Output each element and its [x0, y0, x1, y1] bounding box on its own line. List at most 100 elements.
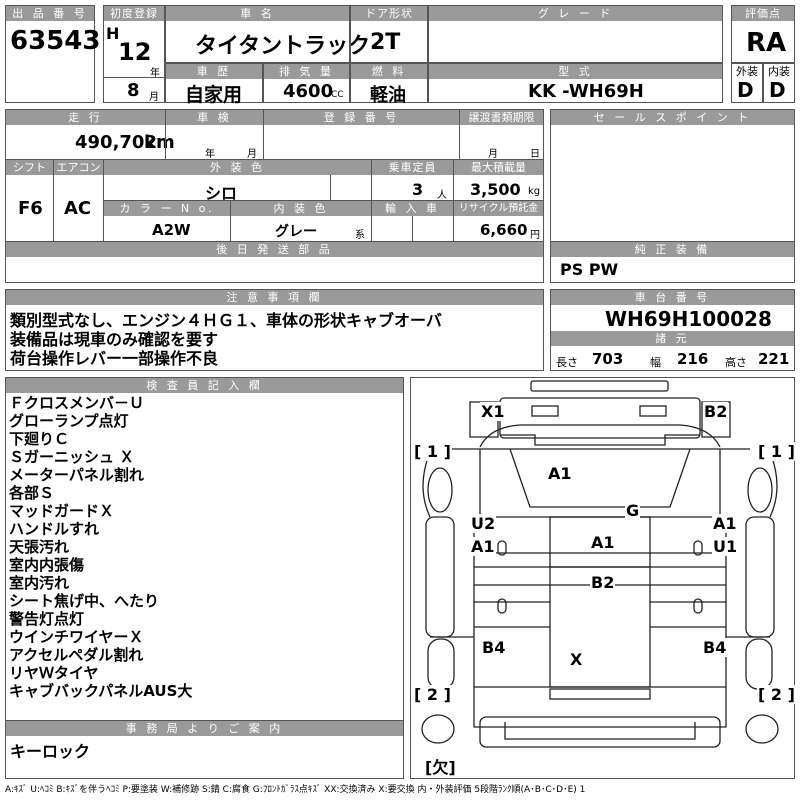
int-color-suffix: 系 — [355, 230, 365, 241]
inspection-label: 車 検 — [166, 110, 263, 125]
damage-mark-b4-left: B4 — [481, 638, 507, 657]
bracket-bottom-left: [ 2 ] — [413, 685, 452, 704]
inspector-item: メーターパネル割れ — [9, 466, 144, 484]
notes-label: 注 意 事 項 欄 — [6, 290, 543, 305]
displacement: 4600 — [283, 81, 334, 102]
history: 自家用 — [185, 84, 243, 106]
legend: A:ｷｽﾞ U:ﾍｺﾐ B:ｷｽﾞを伴うﾍｺﾐ P:要塗装 W:補修跡 S:錆 … — [5, 785, 586, 795]
max-load: 3,500 — [470, 180, 521, 199]
diagram-box — [410, 377, 795, 779]
inspector-item: Ｓガーニッシュ Ｘ — [9, 448, 135, 466]
office-label: 事 務 局 よ り ご 案 内 — [6, 721, 403, 736]
inspector-item: 室内汚れ — [9, 574, 70, 592]
damage-mark-a1-center: A1 — [590, 533, 616, 552]
damage-mark-a1-cab: A1 — [547, 464, 573, 483]
transfer-day-unit: 日 — [530, 149, 540, 160]
inspector-item: シート焦げ中、へたり — [9, 592, 160, 610]
truck-diagram — [421, 380, 779, 748]
later-parts-label: 後 日 発 送 部 品 — [6, 242, 543, 257]
length: 703 — [592, 350, 624, 368]
first-reg-year: 12 — [118, 38, 152, 66]
inspector-item: Ｆクロスメンバ－Ｕ — [9, 394, 145, 412]
door-label: ドア形状 — [351, 6, 427, 21]
max-load-label: 最大積載量 — [454, 160, 543, 175]
chassis-number: WH69H100028 — [605, 307, 772, 331]
ac: AC — [64, 198, 92, 219]
inspector-item: 各部Ｓ — [9, 484, 55, 502]
damage-mark-b2-center: B2 — [590, 573, 616, 592]
interior-grade-box — [763, 63, 795, 103]
score-label: 評価点 — [732, 6, 794, 21]
damage-mark-x: X — [569, 650, 584, 669]
exterior-grade: D — [737, 78, 754, 102]
dims-label: 諸 元 — [551, 331, 794, 346]
inspector-item: リヤＷタイヤ — [9, 664, 99, 682]
genuine-equipment: PS PW — [560, 260, 619, 279]
ac-label: エアコン — [54, 160, 103, 175]
grade-label: グ レ ー ド — [429, 6, 722, 21]
inspection-month-unit: 月 — [247, 149, 257, 160]
ext-color-label: 外 装 色 — [104, 160, 371, 175]
int-color-label: 内 装 色 — [231, 201, 371, 216]
inspector-item: 室内内張傷 — [9, 556, 85, 574]
color-no: A2W — [152, 221, 191, 239]
model-label: 型 式 — [429, 64, 722, 79]
color-no-label: カ ラ ー N o. — [104, 201, 230, 216]
history-box — [165, 63, 263, 103]
bracket-top-left: [ 1 ] — [413, 442, 452, 461]
genuine-label: 純 正 装 備 — [551, 242, 794, 257]
month-unit: 月 — [149, 92, 159, 103]
import-label: 輸 入 車 — [372, 201, 453, 216]
damage-mark-b4-right: B4 — [702, 638, 728, 657]
model-box — [428, 63, 723, 103]
lot-number: 63543 — [10, 26, 101, 56]
length-label: 長さ — [556, 356, 578, 369]
inspector-item: キャブバックパネルAUS大 — [9, 682, 193, 700]
inspector-item: 下廻りＣ — [9, 430, 70, 448]
notes-box — [5, 289, 544, 371]
width-label: 幅 — [650, 356, 661, 369]
first-reg-box — [103, 5, 165, 103]
sales-point-label: セ ー ル ス ポ イ ン ト — [551, 110, 794, 125]
interior-grade-label: 内装 — [764, 64, 794, 79]
inspection-year-unit: 年 — [205, 149, 215, 160]
capacity: 3 — [412, 180, 424, 199]
damage-mark-x1: X1 — [480, 402, 506, 421]
year-unit: 年 — [150, 68, 160, 79]
inspector-item: 警告灯点灯 — [9, 610, 85, 628]
first-reg-month: 8 — [127, 80, 140, 101]
shift: F6 — [18, 198, 43, 219]
inspector-list: Ｆクロスメンバ－Ｕ グローランプ点灯 下廻りＣ Ｓガーニッシュ Ｘ メーターパネ… — [9, 394, 192, 700]
inspector-item: アクセルペダル割れ — [9, 646, 144, 664]
notes-line-1: 類別型式なし、エンジン４ＨＧ１、車体の形状キャブオーバ — [10, 311, 442, 330]
history-label: 車 歴 — [166, 64, 262, 79]
era: H — [106, 24, 120, 43]
displacement-unit: CC — [331, 90, 344, 100]
mileage-unit: km — [144, 132, 175, 153]
max-load-unit: kg — [528, 186, 541, 197]
transfer-label: 譲渡書類期限 — [460, 110, 543, 125]
inspector-item: グローランプ点灯 — [9, 412, 129, 430]
fuel-box — [350, 63, 428, 103]
fuel-label: 燃 料 — [351, 64, 427, 79]
grade-box — [428, 5, 723, 63]
height: 221 — [758, 350, 790, 368]
damage-mark-a1-left: A1 — [470, 537, 496, 556]
capacity-label: 乗車定員 — [372, 160, 453, 175]
fuel: 軽油 — [370, 85, 406, 106]
lot-number-box — [5, 5, 95, 103]
notes-line-3: 荷台操作レバー一部操作不良 — [10, 349, 219, 368]
lot-number-label: 出 品 番 号 — [6, 6, 94, 21]
notes-line-2: 装備品は現車のみ確認を要す — [10, 330, 219, 349]
car-name-box — [165, 5, 350, 63]
damage-mark-b2-top: B2 — [703, 402, 729, 421]
first-reg-label: 初度登録 — [104, 6, 164, 21]
inspector-label: 検 査 員 記 入 欄 — [6, 378, 403, 393]
detail-block — [5, 109, 544, 283]
bracket-bottom-right: [ 2 ] — [757, 685, 796, 704]
displacement-label: 排 気 量 — [264, 64, 349, 79]
door-box — [350, 5, 428, 63]
score-box — [731, 5, 795, 63]
interior-grade: D — [769, 78, 786, 102]
width: 216 — [677, 350, 709, 368]
